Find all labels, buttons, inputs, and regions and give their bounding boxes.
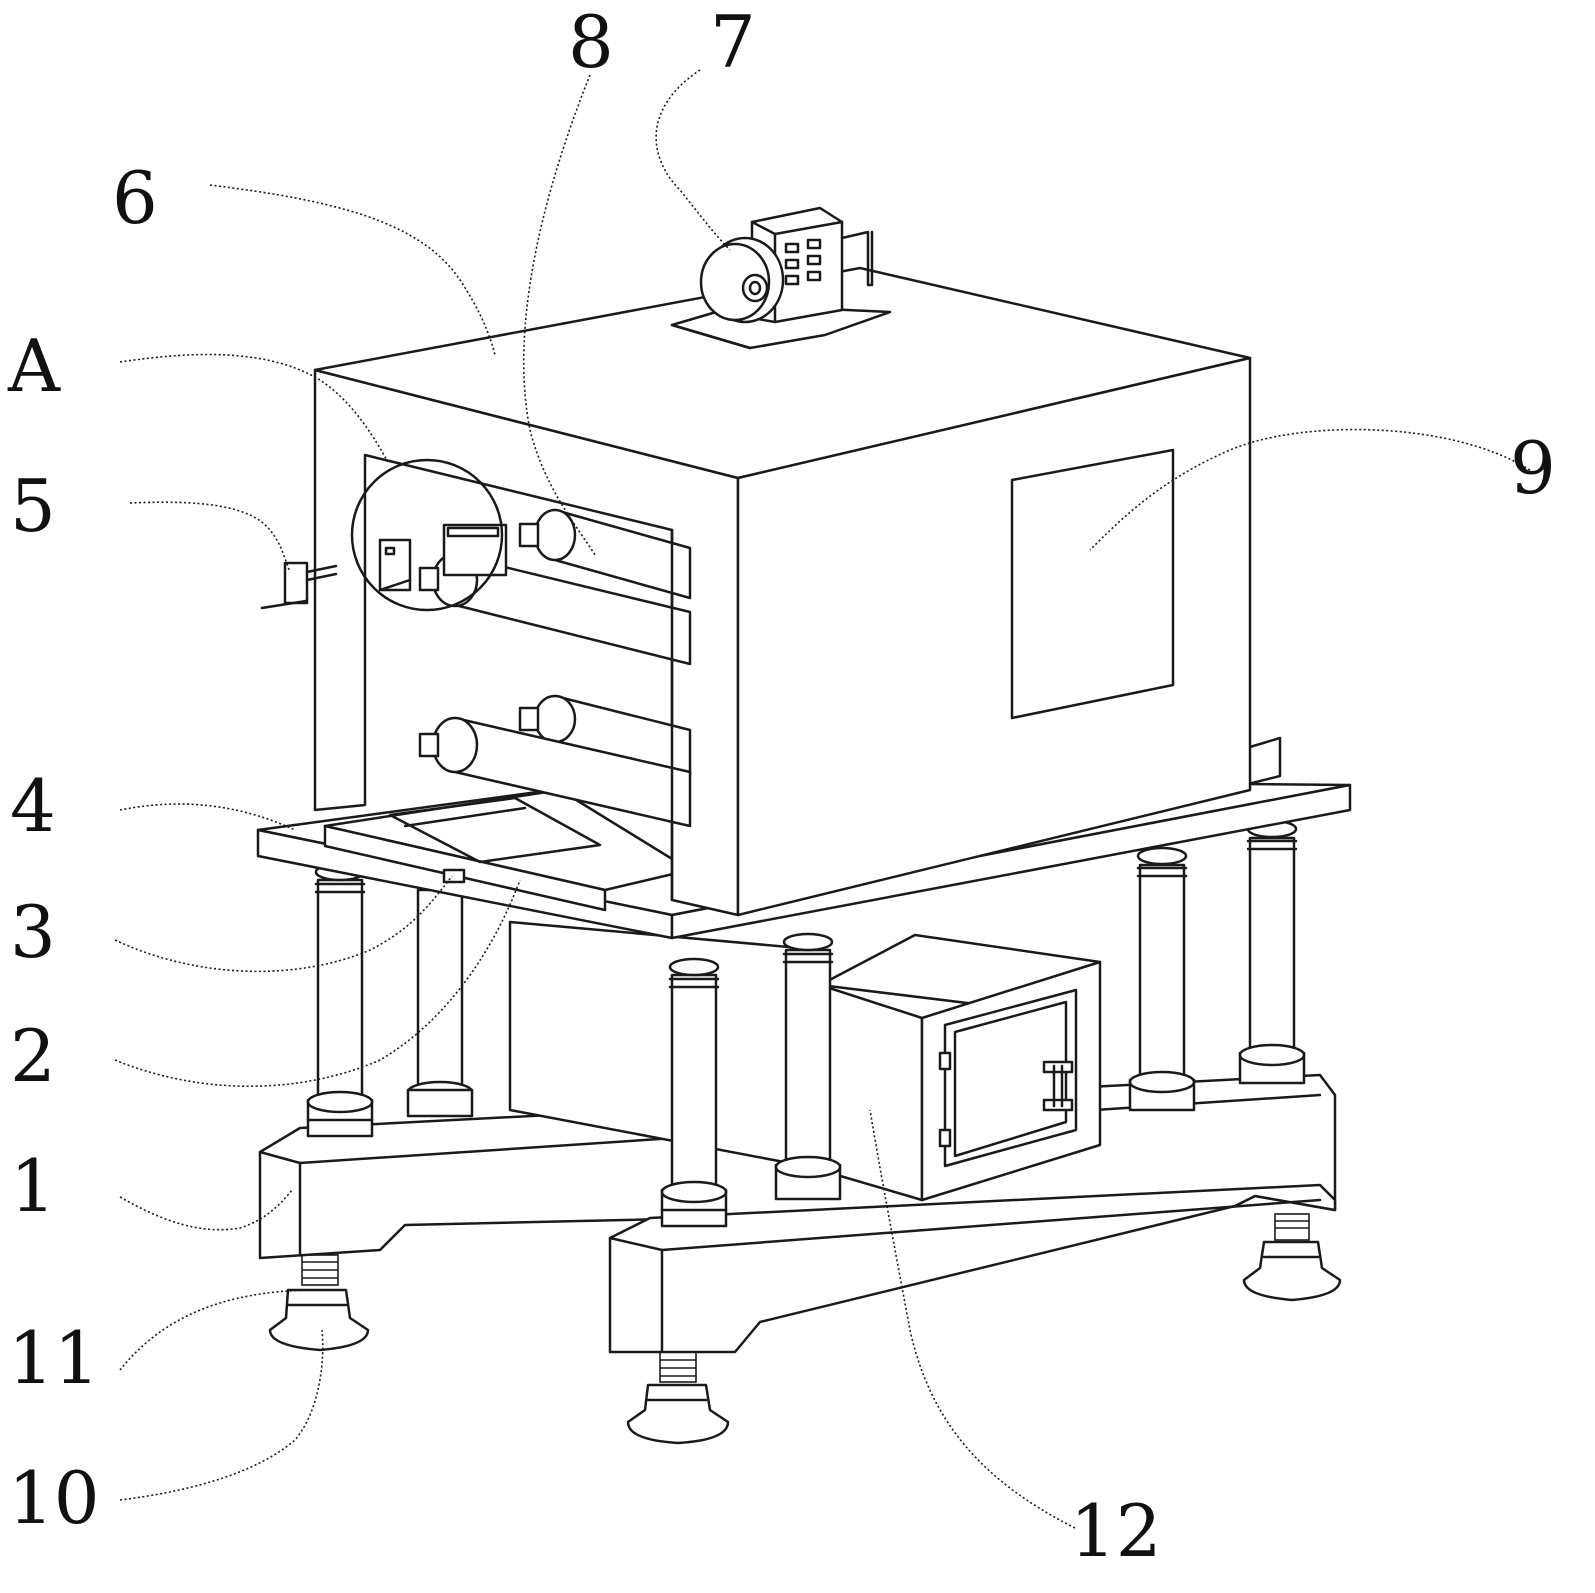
label-11: 11	[8, 1322, 100, 1394]
leg-middle	[776, 934, 840, 1199]
label-12: 12	[1070, 1495, 1162, 1567]
leader-6	[210, 185, 495, 355]
leg-back-right-2	[1240, 821, 1304, 1083]
leader-7	[656, 70, 730, 250]
label-5: 5	[10, 470, 56, 542]
foot-back-right	[1244, 1214, 1340, 1300]
foot-front-left	[270, 1255, 368, 1350]
sensor-block	[444, 870, 464, 882]
leader-3	[115, 876, 452, 971]
foot-front-right	[628, 1352, 728, 1443]
leg-front-middle	[662, 959, 726, 1226]
label-6: 6	[112, 162, 158, 234]
label-10: 10	[8, 1462, 100, 1534]
label-7: 7	[710, 6, 756, 78]
leader-4	[120, 804, 295, 830]
label-9: 9	[1510, 432, 1556, 504]
leader-10	[120, 1330, 323, 1500]
label-1: 1	[10, 1150, 56, 1222]
label-3: 3	[10, 896, 56, 968]
label-4: 4	[10, 770, 56, 842]
label-8: 8	[568, 6, 614, 78]
label-a: A	[8, 330, 60, 402]
leg-back-left-1	[408, 890, 472, 1116]
leader-5	[130, 502, 290, 572]
leg-back-right-1	[1130, 848, 1194, 1110]
leg-front-left	[308, 864, 372, 1136]
label-2: 2	[10, 1020, 56, 1092]
